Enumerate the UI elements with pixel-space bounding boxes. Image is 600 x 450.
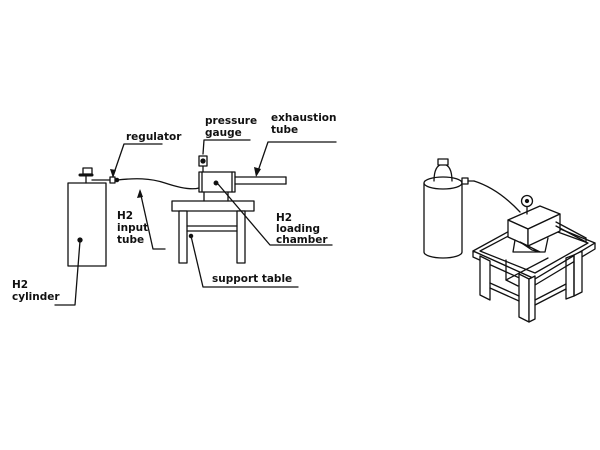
label-h2-loading-chamber-line2: loading bbox=[276, 223, 320, 235]
label-h2-loading-chamber-line3: chamber bbox=[276, 234, 328, 246]
label-pressure-gauge-line1: pressure bbox=[205, 115, 257, 127]
h2-cylinder bbox=[67, 167, 107, 267]
label-exhaustion-tube-line2: tube bbox=[271, 124, 298, 136]
label-h2-input-tube-line2: input bbox=[117, 222, 148, 234]
apparatus-3d-view bbox=[423, 158, 596, 323]
h2-input-tube bbox=[116, 178, 200, 190]
pressure-gauge bbox=[198, 155, 208, 173]
schematic-2d: regulator pressure gauge exhaustion tube… bbox=[12, 112, 337, 306]
cylinder-3d bbox=[423, 158, 475, 259]
h2-loading-chamber bbox=[198, 171, 236, 193]
exhaustion-tube bbox=[234, 176, 287, 185]
label-h2-input-tube-line1: H2 bbox=[117, 210, 133, 222]
chamber-3d bbox=[507, 205, 587, 253]
support-table bbox=[171, 191, 255, 264]
label-h2-cylinder-line2: cylinder bbox=[12, 291, 60, 303]
gauge-3d bbox=[520, 194, 534, 215]
regulator bbox=[91, 176, 120, 184]
label-pressure-gauge-line2: gauge bbox=[205, 127, 242, 139]
label-support-table: support table bbox=[212, 273, 292, 285]
label-h2-loading-chamber-line1: H2 bbox=[276, 212, 292, 224]
hose-3d bbox=[473, 180, 521, 213]
label-exhaustion-tube-line1: exhaustion bbox=[271, 112, 337, 124]
labels: regulator pressure gauge exhaustion tube… bbox=[12, 112, 337, 303]
label-regulator: regulator bbox=[126, 131, 182, 143]
label-h2-input-tube-line3: tube bbox=[117, 234, 144, 246]
leader-lines bbox=[54, 139, 337, 306]
label-h2-cylinder-line1: H2 bbox=[12, 279, 28, 291]
table-3d bbox=[472, 217, 596, 323]
